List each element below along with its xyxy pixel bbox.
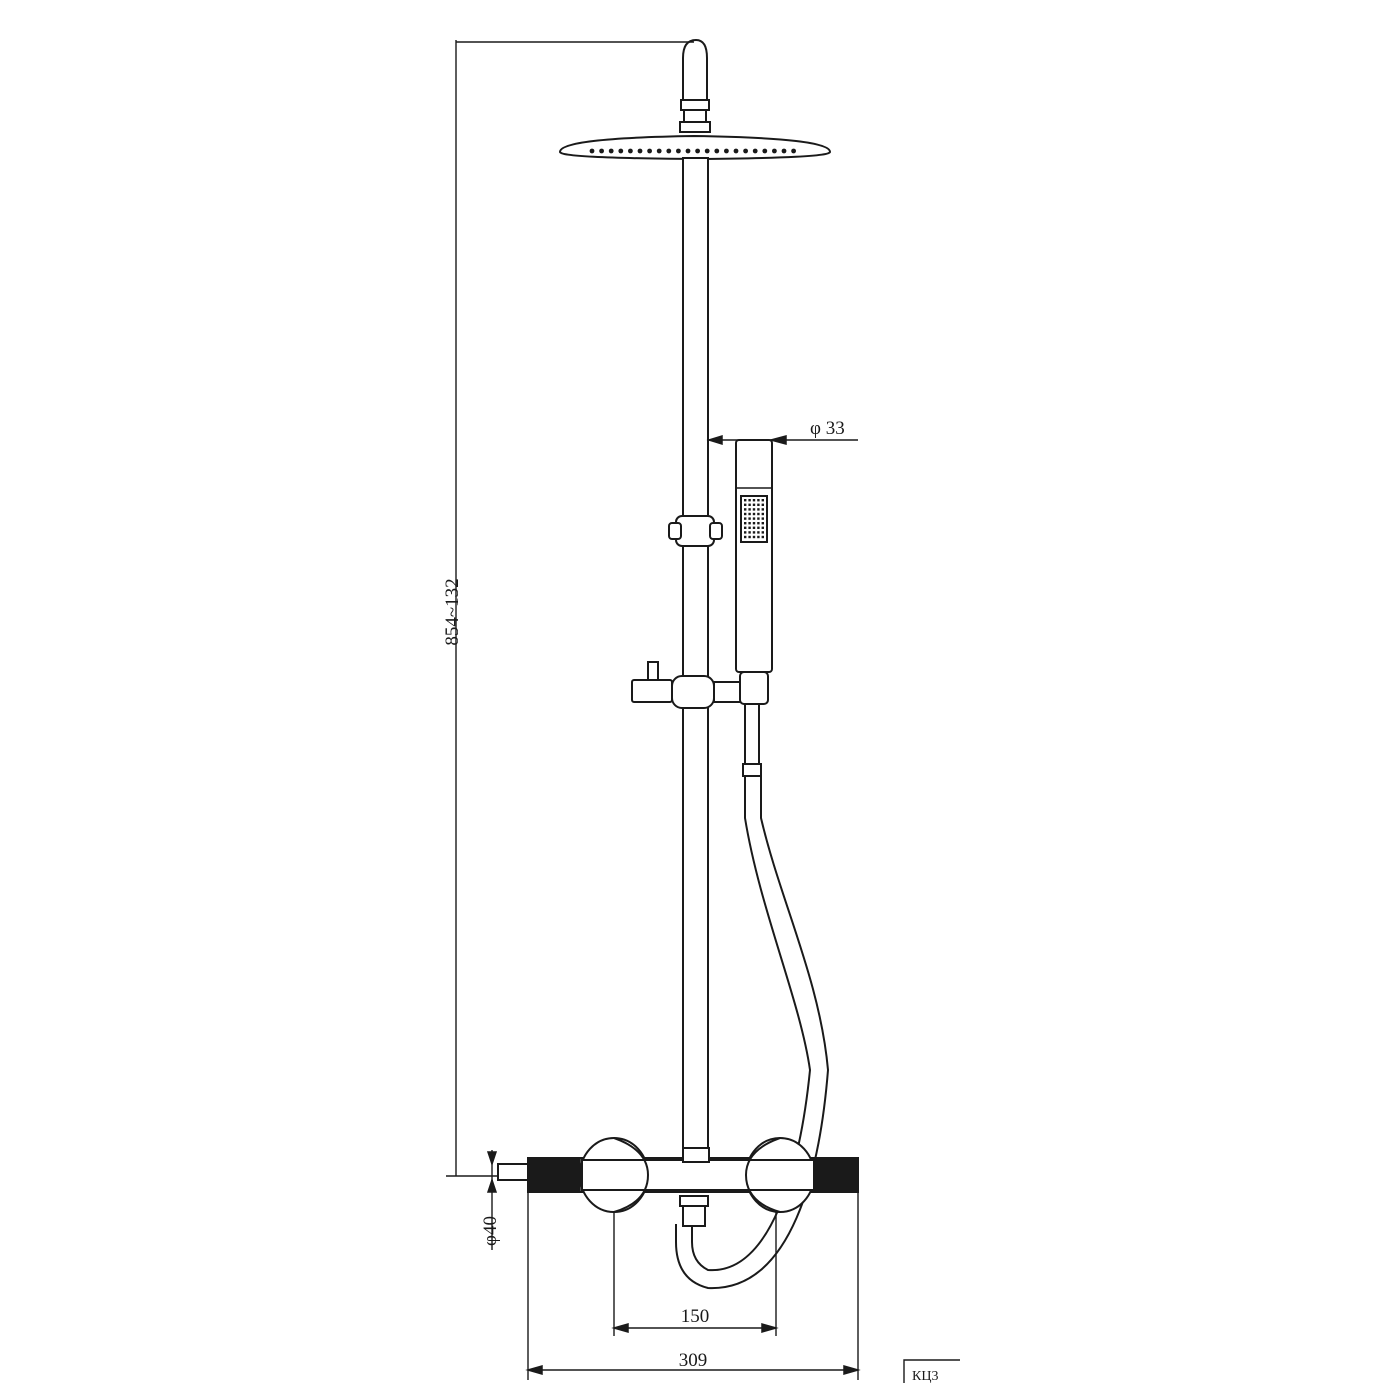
spray-hole (752, 526, 756, 529)
sliding-rail (682, 157, 709, 1159)
nozzle-dot (752, 148, 758, 154)
spray-hole (757, 517, 760, 520)
spray-hole (761, 503, 764, 506)
nozzle-dot (676, 148, 681, 154)
nozzle-dot (589, 148, 595, 154)
spray-hole (761, 499, 764, 502)
height-dimension: 854~132 (442, 40, 694, 1177)
hand-shower-dimension: φ 33 (706, 418, 858, 446)
nozzle-dot (647, 148, 652, 154)
nozzle-dot (695, 148, 700, 154)
top-riser-pipe (679, 38, 711, 133)
spray-hole (748, 526, 751, 529)
spray-hole (757, 526, 760, 529)
spray-hole (744, 522, 747, 525)
spray-hole (748, 508, 751, 511)
spray-hole (748, 503, 751, 506)
spray-hole (761, 508, 764, 511)
rain-shower-head (558, 134, 832, 161)
spray-hole (744, 508, 747, 511)
spray-hole (744, 499, 747, 502)
title-block-tag: КЦ3 (912, 1369, 938, 1383)
shower-hose (675, 703, 830, 1290)
spray-hole (757, 503, 760, 506)
inlet-spacing-label: 150 (681, 1306, 710, 1327)
spray-hole (761, 526, 764, 529)
spray-hole (752, 499, 756, 502)
nozzle-dot (618, 148, 624, 154)
spray-hole (744, 517, 747, 520)
nozzle-dot (685, 148, 691, 154)
overall-width-label: 309 (679, 1350, 708, 1371)
spray-hole (761, 531, 764, 534)
inlet-spacing-dimension: 150 (611, 1212, 779, 1336)
hand-shower-spray-grid (744, 499, 764, 539)
spray-hole (757, 512, 760, 516)
shower-head-nozzles (589, 148, 796, 154)
spray-hole (757, 531, 760, 534)
nozzle-dot (733, 148, 739, 154)
nozzle-dot (781, 148, 787, 154)
nozzle-dot (656, 148, 662, 154)
spray-hole (761, 522, 764, 525)
spray-hole (752, 512, 756, 516)
title-block-corner: КЦ3 (903, 1359, 960, 1383)
nozzle-dot (704, 148, 710, 154)
spray-hole (752, 517, 756, 520)
nozzle-dot (637, 148, 643, 154)
nozzle-dot (599, 148, 604, 154)
spray-hole (757, 508, 760, 511)
nozzle-dot (762, 148, 768, 154)
spray-hole (744, 512, 747, 516)
spray-hole (752, 503, 756, 506)
spray-hole (761, 517, 764, 520)
inlet-diameter-label: φ40 (480, 1216, 501, 1246)
spray-hole (748, 522, 751, 525)
nozzle-dot (608, 148, 614, 154)
spray-hole (748, 499, 751, 502)
upper-rail-bracket (668, 515, 723, 547)
nozzle-dot (724, 148, 729, 154)
nozzle-dot (714, 148, 720, 154)
inlet-dimension: φ40 (480, 1150, 501, 1250)
spray-hole (748, 535, 751, 539)
spray-hole (752, 535, 756, 539)
spray-hole (752, 522, 756, 525)
spray-hole (752, 531, 756, 534)
hand-shower-diameter-label: φ 33 (810, 418, 845, 439)
spray-hole (752, 508, 756, 511)
spray-hole (744, 531, 747, 534)
spray-hole (748, 517, 751, 520)
nozzle-dot (628, 148, 633, 154)
nozzle-dot (743, 148, 748, 154)
nozzle-dot (772, 148, 777, 154)
height-dimension-label: 854~132 (442, 578, 463, 645)
sliding-holder (631, 661, 769, 709)
spray-hole (757, 499, 760, 502)
spray-hole (748, 531, 751, 534)
nozzle-dot (791, 148, 796, 154)
overall-width-dimension: 309 (525, 1192, 861, 1380)
nozzle-dot (666, 148, 672, 154)
spray-hole (744, 535, 747, 539)
spray-hole (761, 535, 764, 539)
spray-hole (744, 503, 747, 506)
hand-shower (735, 439, 773, 673)
spray-hole (757, 535, 760, 539)
thermostatic-mixer-bar (497, 1137, 859, 1213)
spray-hole (744, 526, 747, 529)
spray-hole (761, 512, 764, 516)
spray-hole (748, 512, 751, 516)
spray-hole (757, 522, 760, 525)
